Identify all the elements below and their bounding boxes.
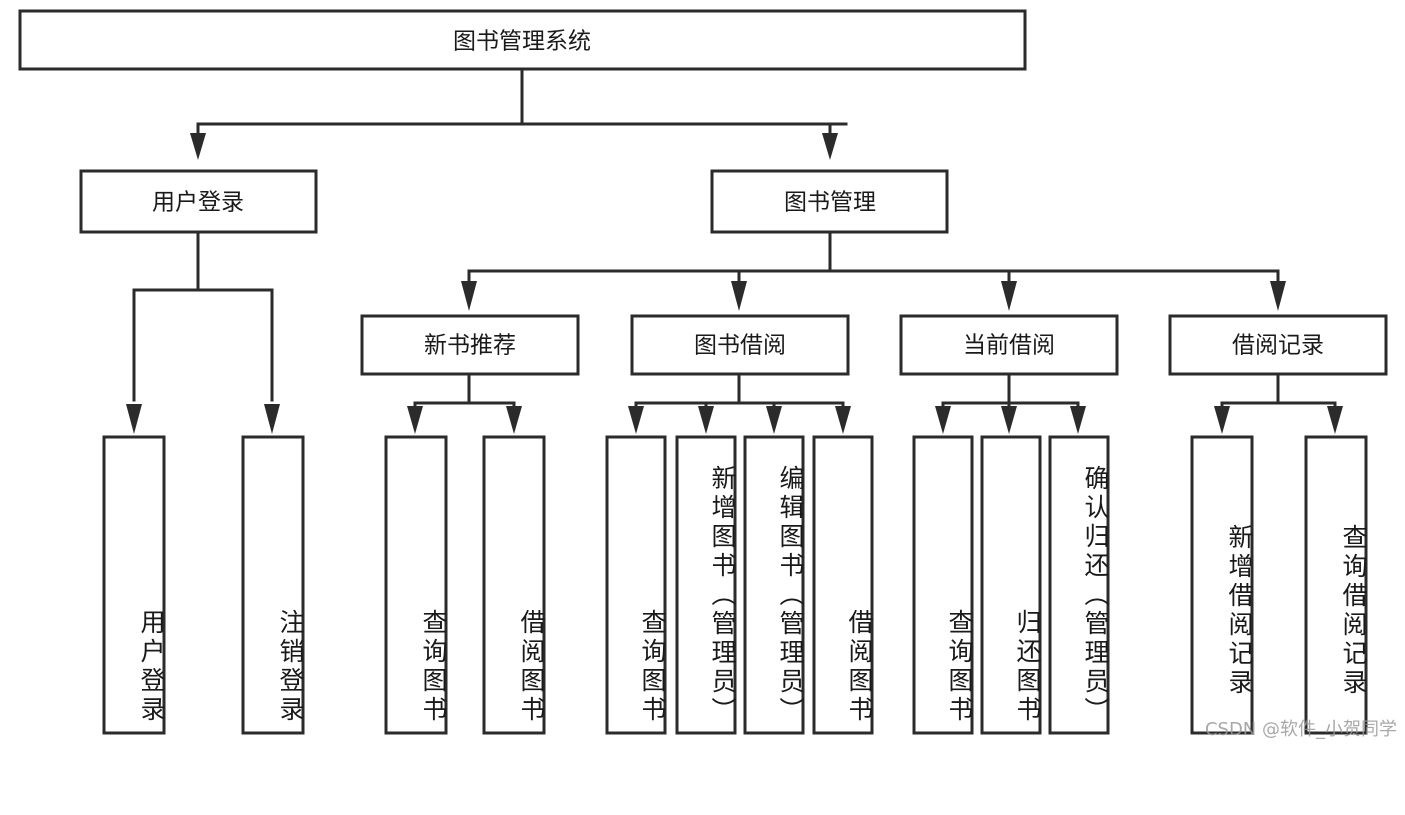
arrow-to-book-manage: [822, 133, 838, 160]
edges-book-borrow-to-leaves: [628, 372, 851, 434]
node-book-borrow[interactable]: 图书借阅: [630, 314, 850, 376]
node-root-box[interactable]: [18, 9, 1027, 71]
leaf-box-add-book[interactable]: [675, 435, 737, 735]
leaf-box-edit-book[interactable]: [743, 435, 805, 735]
arrow-to-leaf-user-login: [126, 404, 142, 434]
leaf-box-add-record[interactable]: [1190, 435, 1254, 735]
leaf-box-query-book-3[interactable]: [912, 435, 974, 735]
node-current-borrow-box[interactable]: [899, 314, 1119, 376]
node-user-login[interactable]: 用户登录: [79, 169, 318, 234]
edges-borrow-record-to-leaves: [1214, 372, 1343, 434]
node-borrow-record-label: 借阅记录: [1232, 333, 1324, 359]
node-new-book-recommend-box[interactable]: [360, 314, 580, 376]
edges-user-login-to-leaves: [126, 230, 280, 434]
node-borrow-record-box[interactable]: [1168, 314, 1388, 376]
edges-book-manage-to-level3: [461, 230, 1286, 311]
node-book-borrow-box[interactable]: [630, 314, 850, 376]
arrow-to-leaf-query-record: [1327, 406, 1343, 434]
leaf-box-user-login[interactable]: [102, 435, 166, 735]
leaf-box-borrow-book-2[interactable]: [812, 435, 874, 735]
arrow-to-new-book-recommend: [461, 281, 477, 311]
edges-new-book-to-leaves: [407, 372, 522, 434]
arrow-to-user-login: [190, 133, 206, 160]
arrow-to-borrow-record: [1270, 281, 1286, 311]
node-root-system[interactable]: 图书管理系统: [18, 9, 1027, 71]
node-user-login-box[interactable]: [79, 169, 318, 234]
arrow-to-leaf-return-book: [1001, 406, 1017, 434]
node-book-borrow-label: 图书借阅: [694, 333, 786, 359]
node-borrow-record[interactable]: 借阅记录: [1168, 314, 1388, 376]
arrow-to-book-borrow: [731, 281, 747, 311]
leaf-box-user-logout[interactable]: [241, 435, 305, 735]
leaf-box-return-book[interactable]: [980, 435, 1042, 735]
node-current-borrow-label: 当前借阅: [963, 333, 1055, 359]
arrow-to-leaf-edit-book: [766, 406, 782, 434]
node-book-manage[interactable]: 图书管理: [710, 169, 949, 234]
arrow-to-current-borrow: [1001, 281, 1017, 311]
diagram-canvas: 图书管理系统 用户登录 图书管理 新书推荐 图书借阅 当前借阅 借阅记录: [18, 9, 1388, 735]
arrow-to-leaf-query-book-1: [407, 406, 423, 434]
leaf-box-query-book-2[interactable]: [605, 435, 667, 735]
leaf-box-confirm-return[interactable]: [1048, 435, 1110, 735]
edges-root-to-level2: [190, 67, 848, 160]
arrow-to-leaf-borrow-book-2: [835, 406, 851, 434]
node-root-label: 图书管理系统: [453, 29, 591, 55]
node-new-book-recommend[interactable]: 新书推荐: [360, 314, 580, 376]
edges-current-borrow-to-leaves: [935, 372, 1086, 434]
node-book-manage-label: 图书管理: [784, 190, 876, 216]
leaf-box-borrow-book-1[interactable]: [482, 435, 546, 735]
arrow-to-leaf-user-logout: [264, 404, 280, 434]
node-new-book-recommend-label: 新书推荐: [424, 333, 516, 359]
leaf-box-query-record[interactable]: [1304, 435, 1368, 735]
csdn-watermark: CSDN @软件_小贺同学: [1204, 719, 1397, 740]
leaf-boxes: [102, 435, 1368, 735]
node-current-borrow[interactable]: 当前借阅: [899, 314, 1119, 376]
arrow-to-leaf-query-book-3: [935, 406, 951, 434]
arrow-to-leaf-confirm-return: [1070, 406, 1086, 434]
arrow-to-leaf-add-record: [1214, 406, 1230, 434]
node-book-manage-box[interactable]: [710, 169, 949, 234]
system-function-tree-diagram: 图书管理系统 用户登录 图书管理 新书推荐 图书借阅 当前借阅 借阅记录: [18, 9, 1397, 740]
arrow-to-leaf-add-book: [698, 406, 714, 434]
arrow-to-leaf-borrow-book-1: [506, 406, 522, 434]
leaf-box-query-book-1[interactable]: [384, 435, 448, 735]
node-user-login-label: 用户登录: [152, 190, 244, 216]
arrow-to-leaf-query-book-2: [628, 406, 644, 434]
